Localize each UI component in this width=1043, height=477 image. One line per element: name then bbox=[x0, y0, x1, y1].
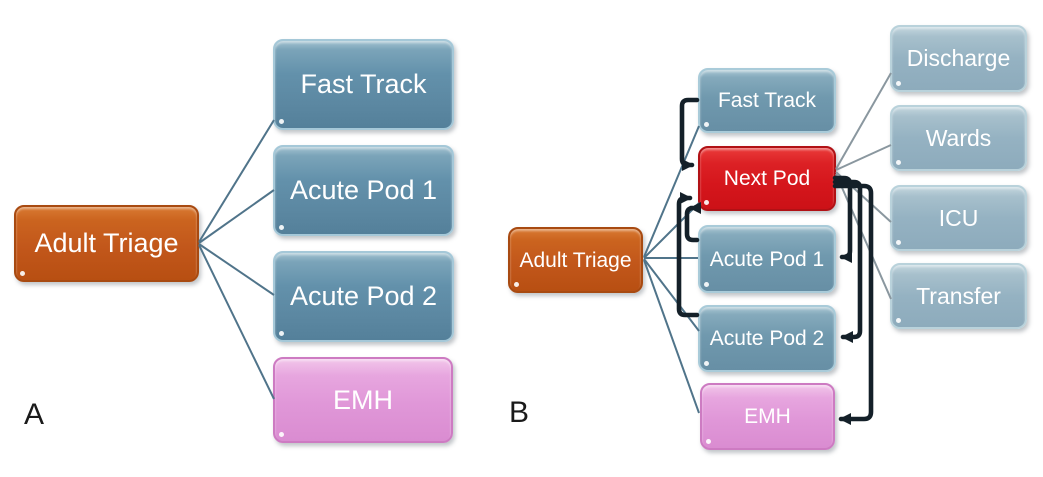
node-adult-triage-a: Adult Triage bbox=[14, 205, 199, 282]
edge-b-triage-emh bbox=[643, 259, 700, 414]
panel-a-letter: A bbox=[24, 398, 45, 431]
node-acute-pod-1-a: Acute Pod 1 bbox=[273, 145, 454, 236]
node-label-wards-b: Wards bbox=[925, 124, 992, 151]
node-label-discharge-b: Discharge bbox=[906, 45, 1011, 71]
edge-a-triage-fasttrack bbox=[198, 119, 275, 243]
node-adult-triage-b: Adult Triage bbox=[508, 227, 643, 293]
node-label-emh-a: EMH bbox=[333, 384, 393, 415]
edge-b-nextpod-discharge bbox=[835, 72, 892, 170]
node-label-next-pod-b: Next Pod bbox=[723, 167, 811, 190]
edge-b-triage-fasttrack bbox=[643, 125, 700, 258]
edge-a-triage-emh bbox=[198, 244, 275, 400]
node-label-acute-pod-1-a: Acute Pod 1 bbox=[289, 175, 438, 205]
panel-b-letter: B bbox=[509, 396, 530, 429]
node-label-transfer-b: Transfer bbox=[916, 282, 1001, 309]
node-transfer-b: Transfer bbox=[890, 263, 1027, 329]
edge-a-triage-acutepod2 bbox=[198, 243, 275, 296]
node-discharge-b: Discharge bbox=[890, 25, 1027, 92]
node-label-emh-b: EMH bbox=[744, 405, 791, 428]
arrow-nextpod-to-acutepod2 bbox=[832, 179, 863, 343]
edge-b-nextpod-transfer bbox=[835, 173, 892, 300]
arrow-acutepod1-to-nextpod bbox=[684, 202, 701, 243]
node-label-adult-triage-a: Adult Triage bbox=[34, 228, 179, 258]
node-wards-b: Wards bbox=[890, 105, 1027, 171]
node-label-adult-triage-b: Adult Triage bbox=[519, 248, 632, 272]
edge-a-triage-acutepod1 bbox=[198, 189, 275, 244]
node-label-acute-pod-1-b: Acute Pod 1 bbox=[709, 247, 825, 271]
node-fast-track-a: Fast Track bbox=[273, 39, 454, 130]
edge-b-nextpod-wards bbox=[835, 144, 892, 171]
node-acute-pod-2-b: Acute Pod 2 bbox=[698, 305, 836, 372]
node-label-acute-pod-2-b: Acute Pod 2 bbox=[709, 327, 825, 350]
arrow-acutepod2-to-nextpod bbox=[676, 192, 700, 318]
arrow-fasttrack-to-nextpod bbox=[679, 97, 700, 171]
edge-b-triage-acutepod2 bbox=[643, 258, 700, 332]
node-emh-a: EMH bbox=[273, 357, 453, 443]
node-icu-b: ICU bbox=[890, 185, 1027, 251]
node-label-acute-pod-2-a: Acute Pod 2 bbox=[289, 281, 438, 311]
node-acute-pod-1-b: Acute Pod 1 bbox=[698, 225, 836, 293]
arrow-nextpod-to-acutepod1 bbox=[832, 175, 853, 263]
node-next-pod-b: Next Pod bbox=[698, 146, 836, 211]
node-fast-track-b: Fast Track bbox=[698, 68, 836, 133]
edge-b-nextpod-icu bbox=[835, 171, 892, 223]
arrow-nextpod-to-emh bbox=[832, 183, 874, 425]
node-emh-b: EMH bbox=[700, 383, 835, 450]
edge-b-triage-nextpod bbox=[643, 202, 700, 259]
node-label-icu-b: ICU bbox=[938, 204, 979, 231]
node-acute-pod-2-a: Acute Pod 2 bbox=[273, 251, 454, 342]
node-label-fast-track-b: Fast Track bbox=[717, 89, 817, 112]
node-label-fast-track-a: Fast Track bbox=[300, 69, 427, 99]
